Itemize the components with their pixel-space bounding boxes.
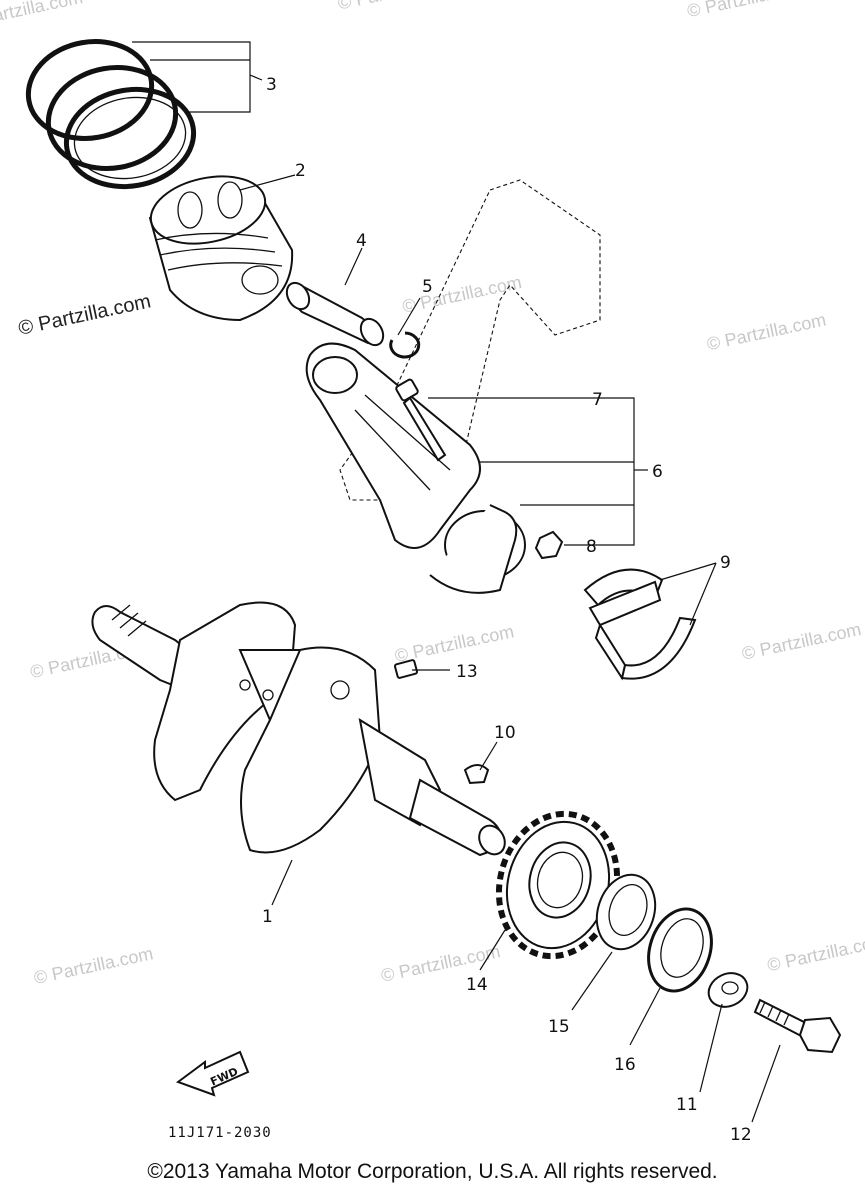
big-end-bearings xyxy=(583,568,697,681)
key xyxy=(463,764,490,785)
copyright-notice: ©2013 Yamaha Motor Corporation, U.S.A. A… xyxy=(147,1160,718,1183)
circlip xyxy=(389,331,421,359)
callout-9: 9 xyxy=(720,553,731,573)
lock-washer xyxy=(595,873,657,951)
watermark: © Partzilla.com xyxy=(685,0,808,21)
callout-14: 14 xyxy=(466,975,488,995)
callout-16: 16 xyxy=(614,1055,636,1075)
callout-1: 1 xyxy=(262,907,273,927)
callout-5: 5 xyxy=(422,277,433,297)
diagram-code: 11J171-2030 xyxy=(168,1125,272,1141)
piston-pin xyxy=(285,281,385,347)
callout-11: 11 xyxy=(676,1095,698,1115)
watermark-dark: © Partzilla.com xyxy=(16,290,152,340)
callout-13: 13 xyxy=(456,662,478,682)
watermark: © Partzilla.com xyxy=(765,931,865,976)
callout-4: 4 xyxy=(356,231,367,251)
callout-6: 6 xyxy=(652,462,663,482)
rod-bolt xyxy=(395,378,447,462)
callouts: 3 2 4 5 7 6 8 9 13 10 1 14 15 16 11 12 xyxy=(262,75,752,1145)
watermark: © Partzilla.com xyxy=(0,0,85,32)
watermark: © Partzilla.com xyxy=(336,0,459,14)
piston-rings xyxy=(25,39,197,190)
gear-nut xyxy=(647,907,713,993)
forward-arrow: FWD xyxy=(175,1050,250,1097)
watermark: © Partzilla.com xyxy=(740,619,863,664)
watermark: © Partzilla.com xyxy=(393,621,516,666)
callout-7: 7 xyxy=(592,390,603,410)
watermark: © Partzilla.com xyxy=(401,272,524,317)
watermarks: © Partzilla.com © Partzilla.com © Partzi… xyxy=(0,0,865,988)
connecting-rod xyxy=(305,342,526,594)
callout-15: 15 xyxy=(548,1017,570,1037)
watermark: © Partzilla.com xyxy=(32,943,155,988)
cylinder-outline xyxy=(339,179,601,501)
crankshaft xyxy=(91,601,506,857)
callout-12: 12 xyxy=(730,1125,752,1145)
callout-3: 3 xyxy=(266,75,277,95)
watermark: © Partzilla.com xyxy=(705,310,828,355)
piston xyxy=(148,175,294,322)
leader-lines xyxy=(132,41,781,1123)
callout-2: 2 xyxy=(295,161,306,181)
washer xyxy=(707,972,749,1008)
woodruff-key xyxy=(393,659,419,679)
exploded-view-diagram: © Partzilla.com © Partzilla.com © Partzi… xyxy=(0,0,865,1145)
flange-bolt xyxy=(753,998,842,1054)
rod-nut xyxy=(534,530,564,560)
callout-8: 8 xyxy=(586,537,597,557)
callout-10: 10 xyxy=(494,723,516,743)
